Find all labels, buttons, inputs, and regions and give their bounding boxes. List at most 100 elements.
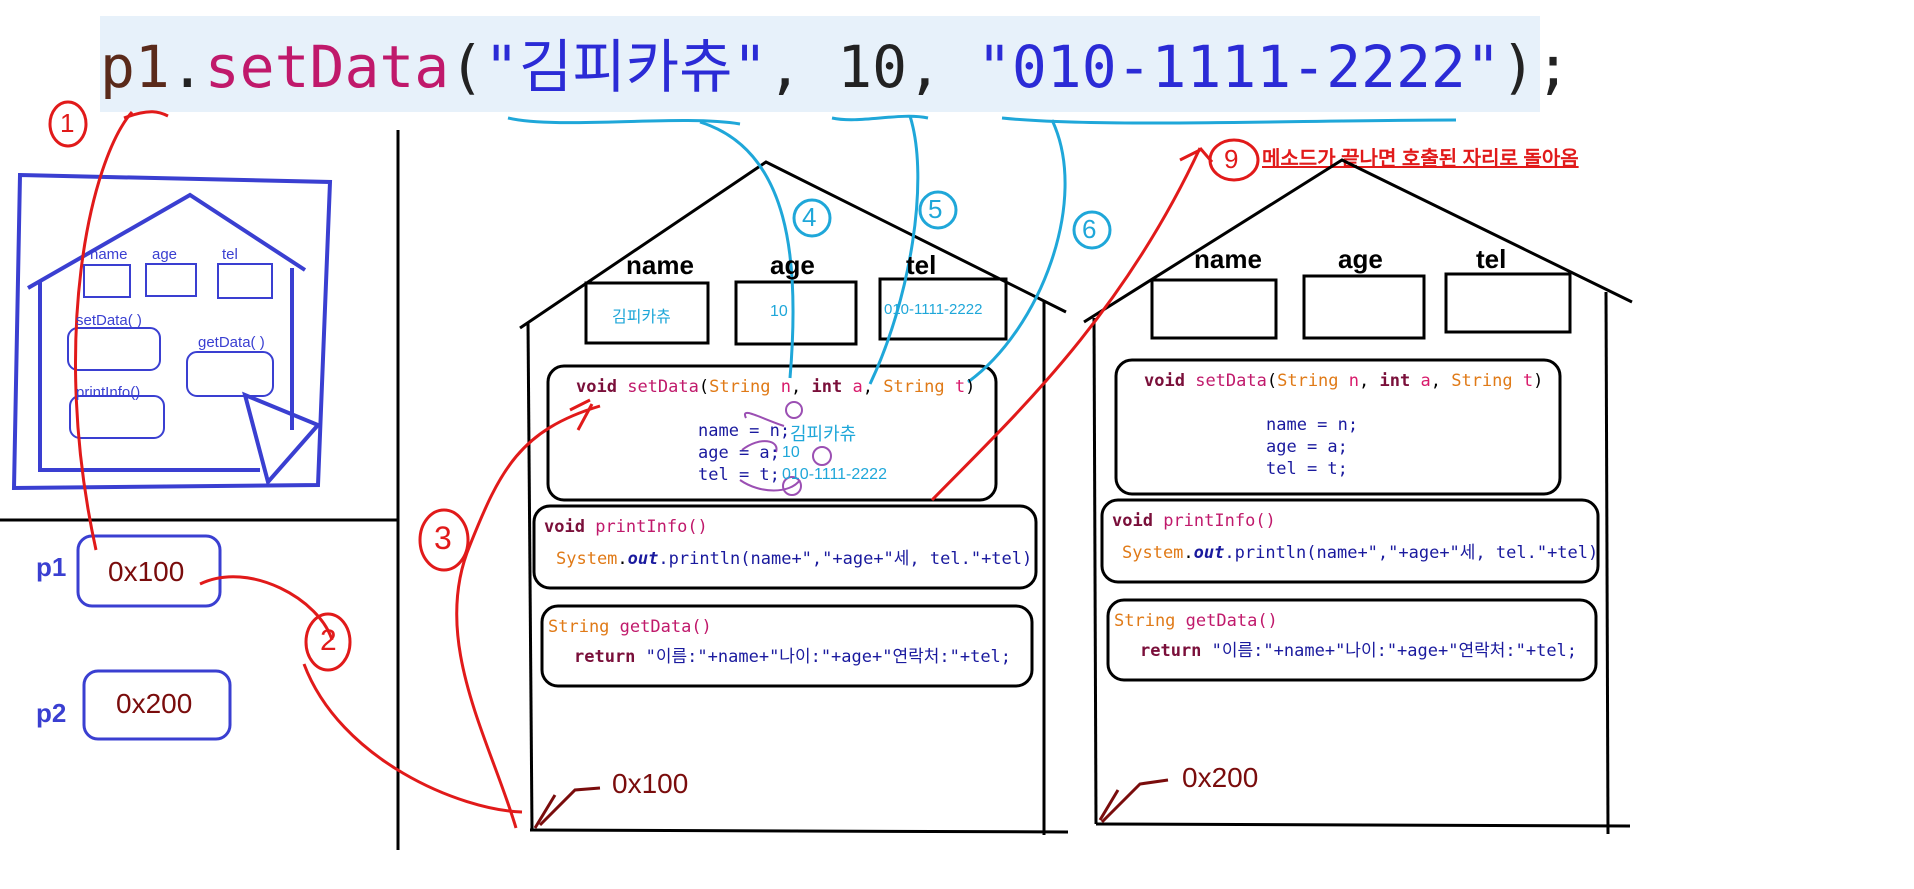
h2-printinfo-void: void [1112,511,1153,531]
house1-field-age-label: age [770,250,815,280]
h2-getdata-expr: "이름:"+name+"나이:"+age+"연락처:"+tel; [1211,641,1578,661]
h1-setdata-p1: n [780,377,792,397]
h1-annotation-age: 10 [782,444,800,461]
p1-box [76,534,222,608]
step-marker-2: 2 [320,624,337,657]
h1-printinfo-system: System [556,549,618,569]
step-marker-3: 3 [434,520,452,556]
house1-field-tel-label: tel [906,250,937,280]
h1-setdata-line-3: tel = t; [698,465,780,485]
step-marker-9: 9 [1224,144,1239,174]
house1-setdata-signature: void setData(String n, int a, String t) [576,377,976,397]
h1-annotation-tel: 010-1111-2222 [782,466,887,483]
call-arg-name: "김피카츄" [484,33,768,101]
call-sep-1: , [767,33,838,101]
call-flow-arrows [48,100,1260,829]
p2-box [82,669,232,741]
return-note: 메소드가 끝나면 호출된 자리로 돌아옴 [1262,148,1579,170]
sketch-field-name: name [90,246,128,263]
h2-setdata-line-3: tel = t; [1266,459,1348,479]
h2-setdata-p1type: String [1277,371,1339,391]
house2-field-age-label: age [1338,244,1383,274]
class-sketch [11,172,333,491]
step-marker-1: 1 [60,108,75,138]
sketch-field-tel: tel [222,246,238,263]
house1-tel-value: 010-1111-2222 [884,301,983,318]
house1-getdata-body: return "이름:"+name+"나이:"+age+"연락처:"+tel; [574,646,1011,668]
house-1-outline [519,160,1069,835]
ref-label-p2: p2 [36,698,67,728]
code-banner [100,16,1540,112]
h2-setdata-line-2: age = a; [1266,437,1348,457]
step-marker-4: 4 [802,202,817,232]
sketch-field-age: age [152,246,178,263]
call-sep-2: , [907,33,977,101]
h2-printinfo-out: out [1193,543,1225,563]
h1-setdata-void: void [576,377,617,397]
call-dot: . [169,33,205,101]
sketch-method-getdata: getData( ) [198,334,265,351]
house2-address: 0x200 [1182,762,1259,793]
h2-getdata-return: return [1140,641,1202,661]
assignment-loops [739,401,832,496]
h2-setdata-p2: a [1420,371,1431,391]
parameter-flow-arrows [507,114,1457,385]
h1-setdata-name: setData [627,377,699,397]
ref-value-p1: 0x100 [108,556,185,587]
h1-setdata-p1type: String [709,377,771,397]
ref-value-p2: 0x200 [116,688,193,719]
h1-getdata-expr: "이름:"+name+"나이:"+age+"연락처:"+tel; [645,647,1012,667]
step-marker-6: 6 [1082,214,1097,244]
ref-label-p1: p1 [36,552,67,582]
house1-printinfo-signature: void printInfo() [544,516,708,538]
sketch-method-setdata: setData( ) [76,312,142,329]
h2-setdata-line-1: name = n; [1266,415,1359,435]
house2-printinfo-body: System.out.println(name+","+age+"세, tel.… [1122,543,1599,563]
house1-address: 0x100 [612,768,689,799]
call-method: setData [204,33,450,101]
call-close: ); [1500,33,1571,101]
h1-getdata-name: getData() [619,617,712,637]
h1-printinfo-name: printInfo() [595,517,708,537]
house1-field-name-label: name [626,250,694,280]
house1-printinfo-body: System.out.println(name+","+age+"세, tel.… [556,549,1033,569]
h2-printinfo-system: System [1122,543,1184,563]
h1-setdata-p3type: String [883,377,945,397]
h1-setdata-line-2: age = a; [698,443,780,463]
method-call-statement: p1.setData("김피카츄", 10, "010-1111-2222"); [100,38,1571,96]
h2-setdata-p1: n [1348,371,1360,391]
call-open-paren: ( [449,33,485,101]
h1-printinfo-void: void [544,517,585,537]
sketch-method-printinfo: printInfo() [76,384,141,401]
house2-printinfo-signature: void printInfo() [1112,510,1276,532]
address-arrows [533,778,1169,829]
call-object: p1 [100,33,170,101]
h1-setdata-p3: t [954,377,966,397]
h1-getdata-return: return [574,647,636,667]
step-marker-5: 5 [928,194,943,224]
h1-setdata-line-1: name = n; [698,421,791,441]
house1-age-value: 10 [770,303,788,320]
h1-setdata-p2type: int [811,377,843,397]
h2-getdata-type: String [1114,611,1176,631]
h1-annotation-name: 김피카츄 [790,424,857,444]
h2-setdata-p3: t [1522,371,1534,391]
h1-getdata-type: String [548,617,610,637]
h2-setdata-void: void [1144,371,1185,391]
house1-getdata-signature: String getData() [548,616,712,638]
house-2-outline [1083,158,1633,835]
h1-printinfo-out: out [627,549,659,569]
house2-field-name-label: name [1194,244,1262,274]
call-arg-age: 10 [837,33,908,101]
house1-name-value: 김피카츄 [612,309,671,326]
h2-getdata-name: getData() [1185,611,1278,631]
house2-field-tel-label: tel [1476,244,1507,274]
house2-getdata-body: return "이름:"+name+"나이:"+age+"연락처:"+tel; [1140,640,1577,662]
h1-setdata-p2: a [852,377,863,397]
h2-printinfo-rest: .println(name+","+age+"세, tel."+tel) [1224,543,1599,563]
h1-printinfo-rest: .println(name+","+age+"세, tel."+tel) [658,549,1033,569]
h2-setdata-name: setData [1195,371,1267,391]
house2-getdata-signature: String getData() [1114,610,1278,632]
house2-setdata-signature: void setData(String n, int a, String t) [1144,371,1544,391]
